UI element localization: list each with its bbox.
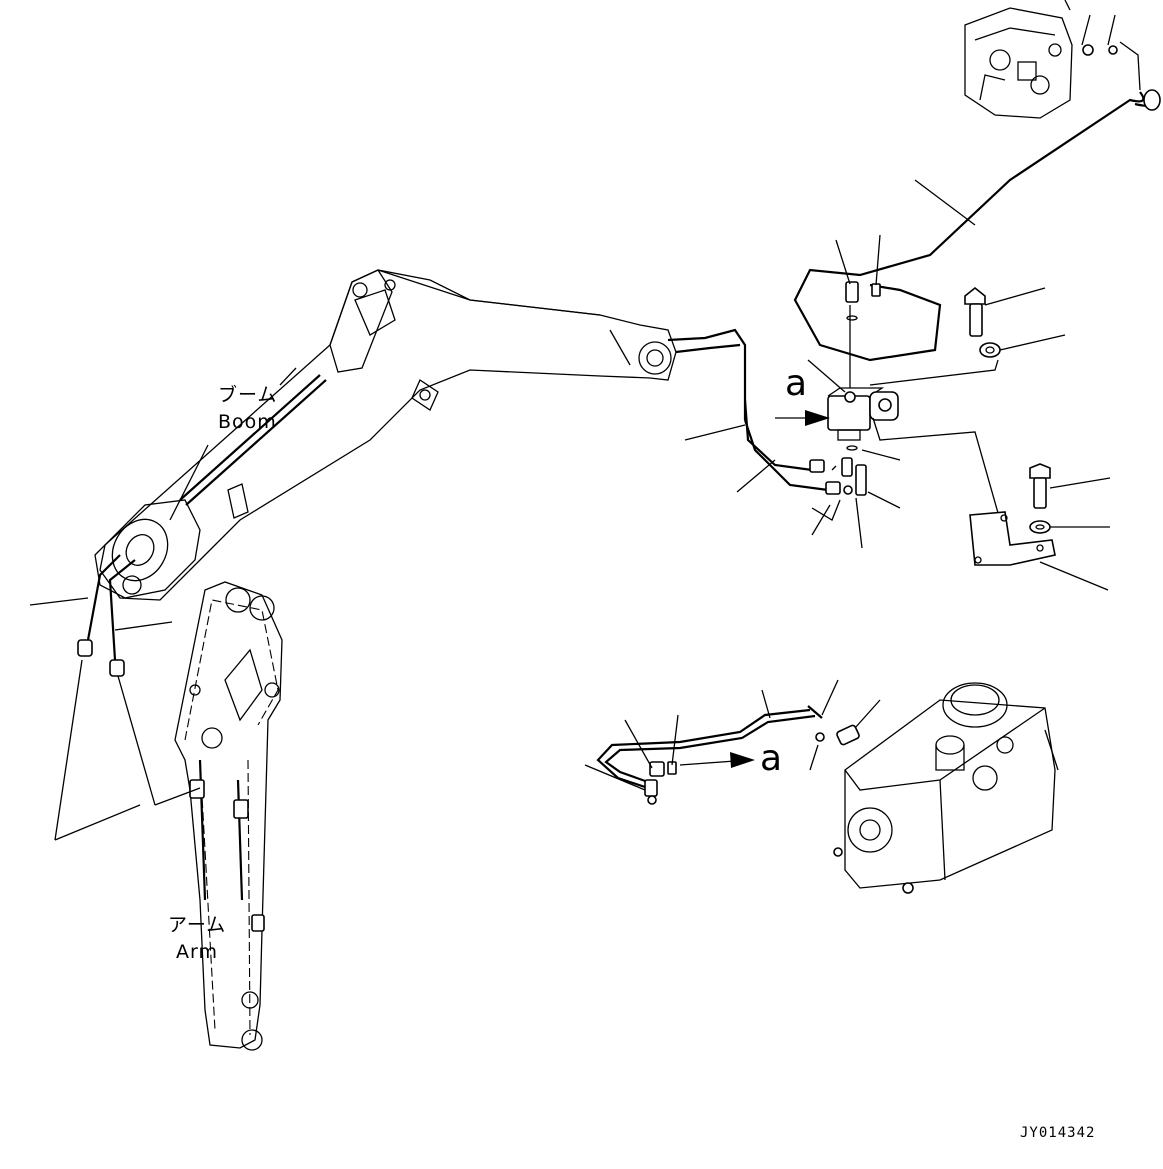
boom-drawing [77,269,747,677]
solenoid-valve-drawing [743,281,1001,521]
arrow-icon [679,752,755,768]
leader-lines [29,179,1111,841]
boom-label-jp: ブーム [218,383,277,406]
bolt-washer-drawing [964,286,1001,358]
reference-label-lower: a [760,738,782,779]
drawing-code: JY014342 [1020,1125,1095,1141]
reference-label-upper: a [785,363,807,404]
bracket-drawing [969,463,1056,566]
pump-drawing [793,0,1161,362]
boom-label-en: Boom [218,411,277,433]
arm-label-en: Arm [176,941,218,963]
arm-drawing [174,581,283,1051]
arm-label-jp: アーム [168,914,226,936]
drain-hose-drawing [596,705,823,805]
tank-drawing [815,682,1059,894]
arrow-icon [775,410,830,426]
